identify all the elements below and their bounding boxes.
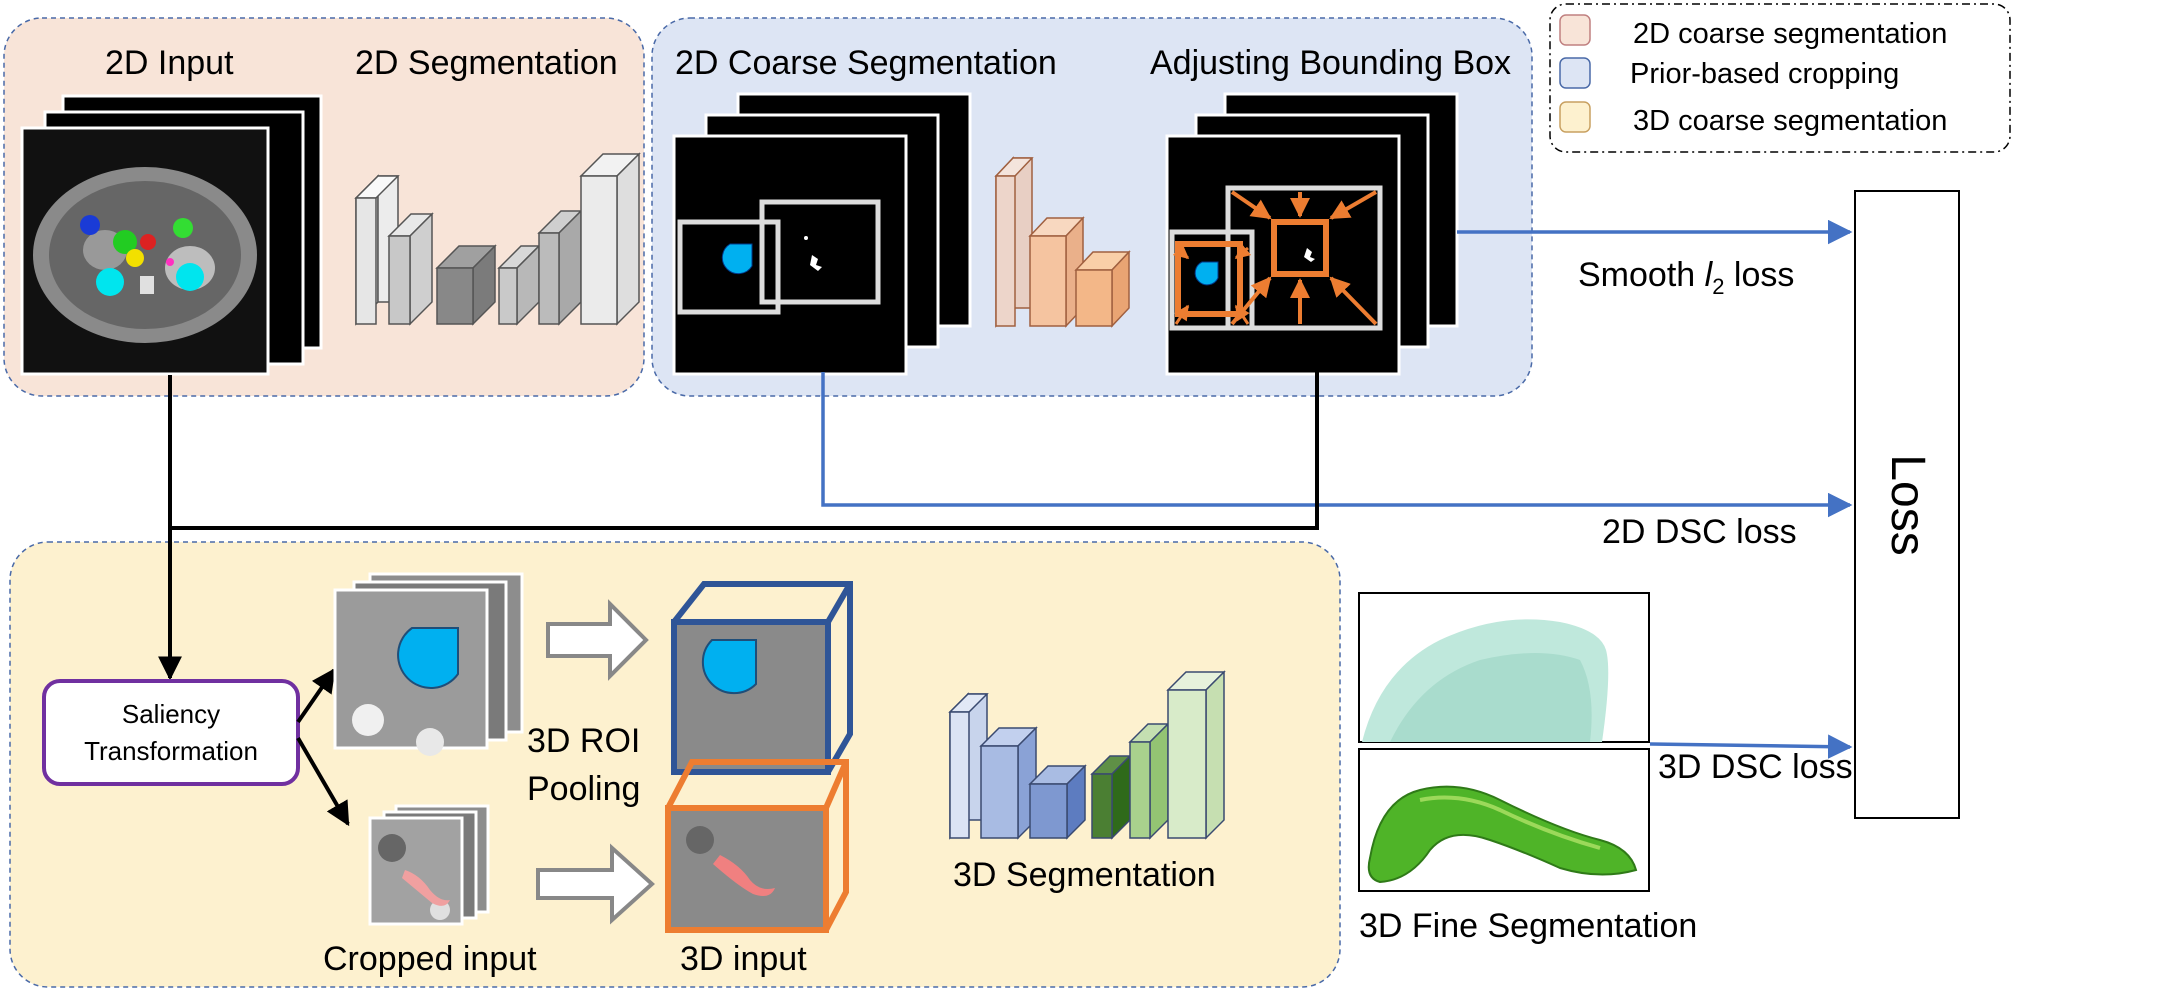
organ-magenta (166, 258, 174, 266)
bbox-to-saliency-line (170, 372, 1319, 530)
saliency-line1: Saliency (122, 699, 220, 729)
dsc2d-loss-label: 2D DSC loss (1602, 513, 1797, 551)
3d-input-cube (665, 759, 849, 933)
coarse-bbox-right (759, 199, 881, 305)
legend-swatch-coarse2d (1559, 14, 1591, 46)
net3d-block (1028, 764, 1087, 840)
smooth-l2-loss-label: Smooth l2 loss (1578, 256, 1794, 299)
net3d-block (948, 692, 989, 840)
roi-pooling-line2: Pooling (527, 770, 640, 808)
net3d-block (1090, 754, 1132, 840)
dsc2d-loss-arrow (821, 372, 1853, 518)
hollow-arrow-crop (536, 843, 655, 925)
title-2d-coarse-segmentation: 2D Coarse Segmentation (675, 44, 1057, 82)
cyan-drop-shape-2 (1194, 261, 1219, 286)
cube-cyan-drop (701, 639, 757, 695)
net2d-block (354, 174, 400, 326)
legend-label-coarse3d: 3D coarse segmentation (1633, 105, 1947, 137)
roi-cyan-drop (397, 627, 459, 689)
saliency-transformation-box (42, 679, 300, 786)
cube-pancreas (713, 855, 775, 896)
net3d-block (1128, 722, 1170, 840)
bbox-small-inner (1175, 241, 1243, 317)
organ-red (140, 234, 156, 250)
organ-cyan-1 (96, 268, 124, 296)
net3d-block (979, 726, 1038, 840)
net2d-block (435, 244, 497, 326)
cropped-input-label: Cropped input (323, 940, 537, 978)
organ-blue (80, 215, 100, 235)
organ-green (113, 230, 137, 254)
3d-input-label: 3D input (680, 940, 807, 978)
loss-label: Loss (1881, 454, 1934, 555)
3d-fine-segmentation-label: 3D Fine Segmentation (1359, 907, 1697, 945)
saliency-to-roi-arrow (296, 668, 336, 724)
saliency-line2: Transformation (84, 736, 258, 766)
title-2d-segmentation: 2D Segmentation (355, 44, 618, 82)
3d-segmentation-label: 3D Segmentation (953, 856, 1216, 894)
cyan-drop-shape (721, 243, 753, 275)
coarse-segmentation-network (994, 156, 1131, 328)
saliency-to-cropped-arrow (296, 736, 350, 827)
bbox-adjust-stack (1165, 92, 1459, 376)
legend-label-coarse2d: 2D coarse segmentation (1633, 18, 1947, 50)
coarse-seg-stack (672, 92, 972, 376)
roi-pooling-line1: 3D ROI (527, 722, 640, 760)
net2d-block (387, 212, 434, 326)
netc-block (994, 156, 1034, 328)
net3d-block (1166, 670, 1226, 840)
legend-label-cropping: Prior-based cropping (1630, 58, 1899, 90)
2d-segmentation-network (354, 152, 641, 326)
title-2d-input: 2D Input (105, 44, 234, 82)
dsc3d-loss-label: 3D DSC loss (1658, 748, 1853, 786)
title-adjusting-bounding-box: Adjusting Bounding Box (1150, 44, 1511, 82)
bbox-outer (1225, 185, 1383, 331)
organ-green-2 (173, 218, 193, 238)
organ-cyan-2 (176, 263, 204, 291)
dsc3d-loss-arrow (1649, 734, 1853, 759)
loss-box (1854, 190, 1960, 819)
fine-render-gt (1358, 592, 1650, 743)
hollow-arrow-roi (546, 599, 649, 681)
legend: 2D coarse segmentation Prior-based cropp… (1549, 3, 2011, 153)
netc-block (1028, 216, 1085, 328)
3d-roi-cube (671, 581, 853, 775)
bbox-inner (1271, 219, 1329, 277)
ct-slice-stack (20, 94, 323, 376)
net2d-block (537, 209, 583, 326)
cropped-pancreas (402, 870, 450, 906)
3d-segmentation-network (948, 670, 1226, 840)
coarse-bbox-left (677, 219, 781, 315)
fine-render-pred (1358, 748, 1650, 892)
netc-block (1074, 250, 1131, 328)
legend-swatch-coarse3d (1559, 101, 1591, 133)
legend-swatch-cropping (1559, 57, 1591, 89)
roi-input-stack (333, 572, 524, 756)
cropped-input-stack (368, 804, 490, 926)
net2d-block (579, 152, 641, 326)
organ-yellow (126, 249, 144, 267)
